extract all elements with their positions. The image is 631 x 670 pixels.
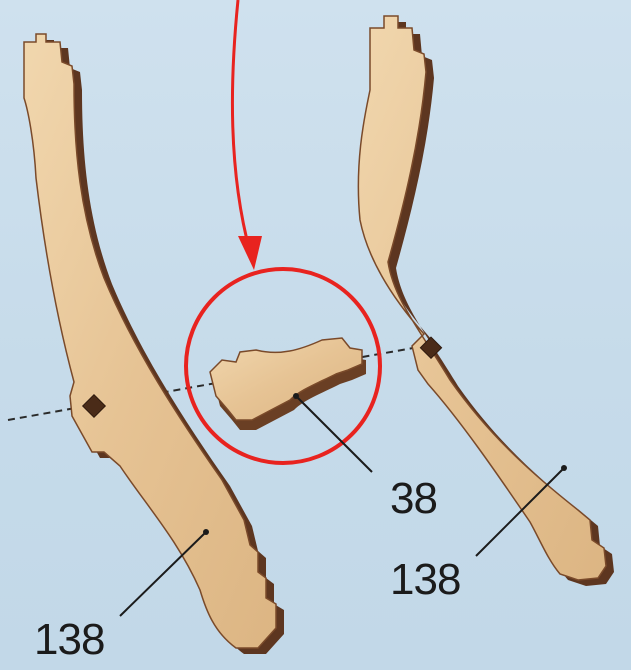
connector-part xyxy=(210,338,366,430)
red-arrow-line xyxy=(232,0,250,252)
left-leg-part xyxy=(24,34,284,654)
part-label-left-leg: 138 xyxy=(34,618,104,662)
red-arrow-head xyxy=(238,236,262,270)
part-label-connector: 38 xyxy=(390,477,437,521)
part-label-right-leg: 138 xyxy=(390,558,460,602)
